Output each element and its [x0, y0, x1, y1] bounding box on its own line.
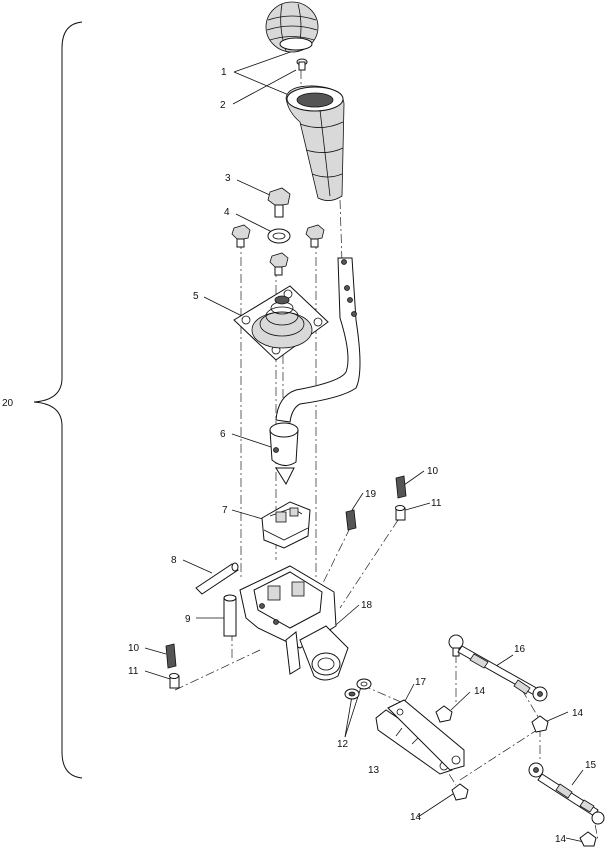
callout-12: 12 [337, 739, 349, 750]
washers-12 [344, 678, 372, 700]
callout-15: 15 [585, 760, 597, 771]
callout-11-lower: 11 [128, 666, 139, 677]
pin-8 [195, 562, 239, 595]
tie-rod-15 [528, 762, 605, 825]
assembly-bracket [33, 21, 83, 779]
callout-2: 2 [220, 100, 226, 111]
shifter-housing [239, 565, 349, 681]
callout-14-bottom: 14 [410, 812, 422, 823]
callout-16: 16 [514, 644, 526, 655]
callout-10-lower: 10 [128, 643, 140, 654]
callout-9: 9 [185, 614, 191, 625]
bolt-3 [267, 187, 291, 218]
callout-14-mid: 14 [474, 686, 486, 697]
leader-lines [144, 49, 585, 843]
callout-18: 18 [361, 600, 373, 611]
shift-lever [269, 257, 361, 486]
tie-rod-16 [448, 634, 548, 702]
shift-gate [261, 501, 311, 549]
washer-4 [267, 228, 291, 244]
shift-arm-17 [387, 699, 465, 771]
callout-5: 5 [193, 291, 199, 302]
callout-14-right: 14 [572, 708, 584, 719]
shift-boot [233, 285, 329, 361]
callout-6: 6 [220, 429, 226, 440]
callout-7: 7 [222, 505, 228, 516]
callout-4: 4 [224, 207, 230, 218]
callout-13: 13 [368, 765, 380, 776]
callout-20: 20 [2, 398, 14, 409]
callout-8: 8 [171, 555, 177, 566]
callout-labels: 1 2 3 4 5 6 7 8 9 10 11 10 11 19 18 12 1… [2, 67, 597, 845]
callout-3: 3 [225, 173, 231, 184]
callout-1: 1 [221, 67, 227, 78]
shift-knob-cap [265, 1, 319, 53]
spring-19 [345, 509, 357, 531]
callout-10-upper: 10 [427, 466, 439, 477]
plunger-11-lower [169, 673, 180, 689]
spring-10-upper [395, 475, 407, 499]
shift-arm-13 [375, 709, 453, 775]
callout-17: 17 [415, 677, 427, 688]
dowel-9 [223, 594, 237, 637]
knob-screw [296, 58, 308, 71]
boot-bolts [231, 224, 325, 276]
callout-14-corner: 14 [555, 834, 567, 845]
spring-10-lower [165, 643, 177, 669]
plunger-11-upper [395, 505, 406, 521]
nuts-14 [435, 705, 597, 847]
callout-19: 19 [365, 489, 377, 500]
callout-11-upper: 11 [431, 498, 442, 509]
shift-grip [285, 85, 345, 201]
